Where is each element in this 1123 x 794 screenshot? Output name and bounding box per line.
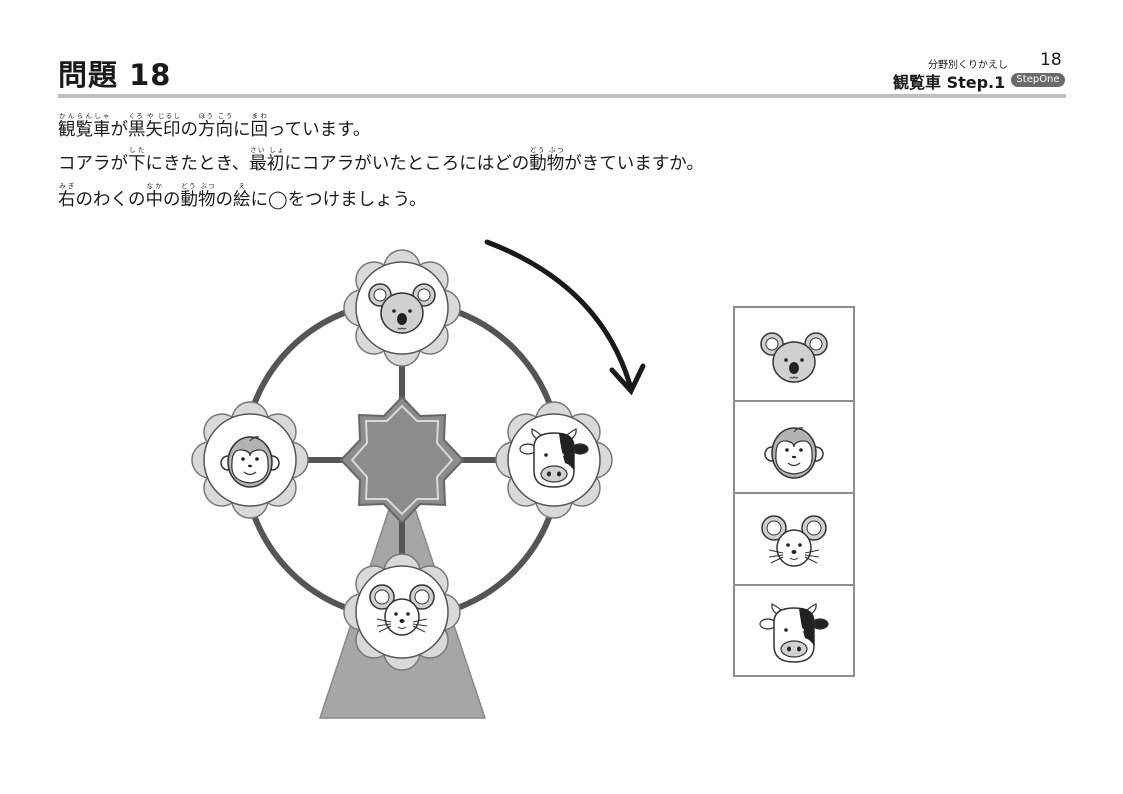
gondola-left [191, 401, 309, 519]
page-title: 問題 18 [58, 58, 172, 92]
answer-choices [733, 306, 855, 677]
page-number: 18 [1040, 50, 1062, 70]
instruction-line-1: 観覧車かんらんしゃが黒矢印くろ や じるしの方向ほう こうに回まわっています。 [58, 112, 371, 140]
header-category: 分野別くりかえし [928, 60, 1008, 71]
mouse-icon [761, 515, 827, 567]
koala-icon [760, 332, 828, 383]
choice-cow[interactable] [735, 584, 853, 676]
wheel-hub [339, 395, 465, 525]
stepone-badge: StepOne [1011, 73, 1065, 87]
instruction-line-3: 右みぎのわくの中なかの動物どう ぶつの絵えに◯をつけましょう。 [58, 182, 427, 210]
choice-koala[interactable] [735, 308, 853, 400]
header-subtitle: 観覧車 Step.1 [893, 73, 1006, 92]
monkey-icon [764, 427, 824, 479]
choice-monkey[interactable] [735, 400, 853, 492]
cow-icon [759, 603, 829, 663]
gondola-right [495, 401, 613, 519]
instruction-line-2: コアラが下したにきたとき、最初さい しょにコアラがいたところにはどの動物どう ぶ… [58, 146, 704, 174]
choice-mouse[interactable] [735, 492, 853, 584]
gondola-bottom [343, 553, 461, 671]
title-divider [58, 94, 1066, 98]
gondola-top [343, 249, 461, 367]
rotation-arrow-icon [484, 239, 646, 396]
